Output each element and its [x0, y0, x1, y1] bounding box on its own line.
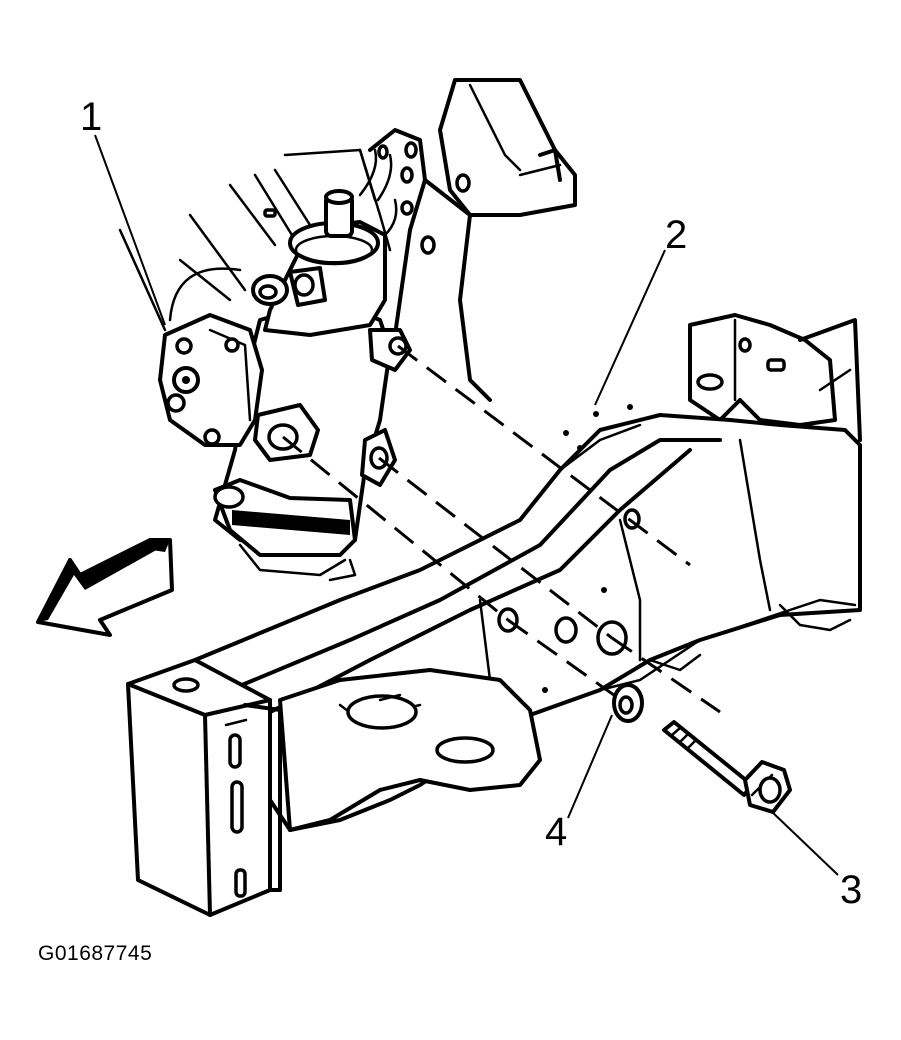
- washer: [612, 683, 644, 723]
- lower-tow-bracket: [278, 668, 542, 832]
- upper-right-bracket: [688, 313, 862, 442]
- bolt-alignment-lines: [282, 344, 721, 714]
- callout-4: 4: [545, 810, 567, 854]
- steering-gear: [158, 148, 412, 582]
- bolt: [662, 720, 792, 814]
- callout-3: 3: [840, 868, 862, 912]
- callout-2: 2: [665, 213, 687, 257]
- front-direction-arrow-icon: [36, 538, 174, 637]
- callout-leaders: [94, 134, 839, 876]
- figure-id-label: G01687745: [38, 942, 153, 965]
- callout-1: 1: [80, 95, 102, 139]
- front-mount-block: [126, 658, 282, 917]
